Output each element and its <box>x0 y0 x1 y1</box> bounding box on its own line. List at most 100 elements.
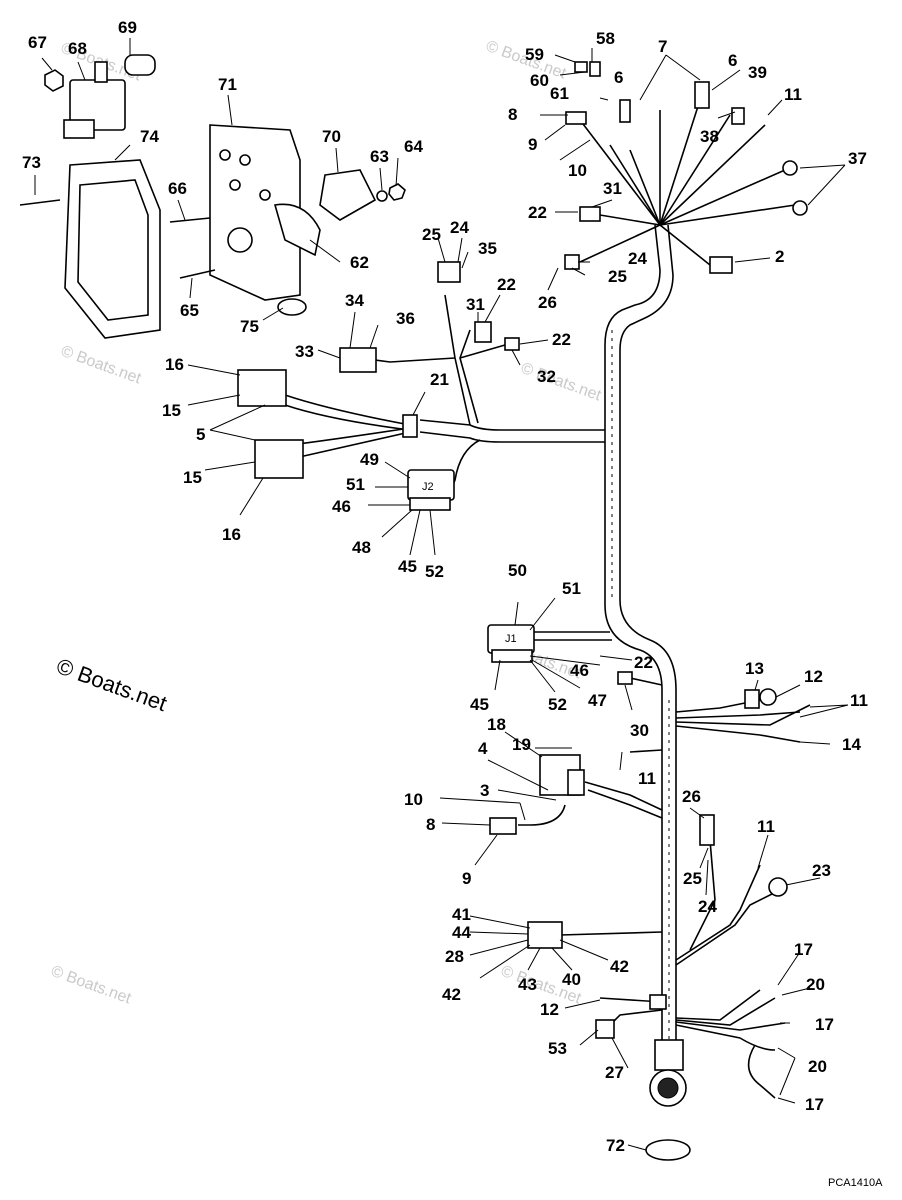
callout-40: 40 <box>562 970 581 989</box>
relay-tab <box>94 61 108 83</box>
callout-24b: 24 <box>628 249 647 268</box>
callout-42: 42 <box>442 985 461 1004</box>
callout-73: 73 <box>22 153 41 172</box>
callout-11: 11 <box>784 85 802 104</box>
clamp-21 <box>402 414 418 438</box>
callout-72: 72 <box>606 1136 625 1155</box>
callout-45b: 45 <box>470 695 489 714</box>
connector-39 <box>731 107 745 125</box>
callout-32: 32 <box>537 367 556 386</box>
connector-33 <box>339 347 377 373</box>
callout-52: 52 <box>425 562 444 581</box>
callout-17b: 17 <box>815 1015 834 1034</box>
callout-21: 21 <box>430 370 449 389</box>
callout-35: 35 <box>478 239 497 258</box>
callout-52b: 52 <box>548 695 567 714</box>
ring-terminal-37b <box>792 200 808 216</box>
callout-42b: 42 <box>610 957 629 976</box>
callout-16b: 16 <box>222 525 241 544</box>
connector-32 <box>504 337 520 351</box>
callout-62: 62 <box>350 253 369 272</box>
bracket-71 <box>209 124 301 301</box>
callout-8b: 8 <box>426 815 435 834</box>
callout-11b: 11 <box>850 691 868 710</box>
terminal-59 <box>574 61 588 73</box>
terminal-block-upper-base <box>409 497 451 511</box>
callout-11d: 11 <box>757 817 775 836</box>
callout-25c: 25 <box>683 869 702 888</box>
callout-23: 23 <box>812 861 831 880</box>
nut-67 <box>44 69 64 92</box>
callout-37: 37 <box>848 149 867 168</box>
callout-75: 75 <box>240 317 259 336</box>
callout-69: 69 <box>118 18 137 37</box>
callout-17c: 17 <box>805 1095 824 1114</box>
fuse-holder-8 <box>565 111 587 125</box>
connector-13 <box>744 689 760 709</box>
callout-20b: 20 <box>808 1057 827 1076</box>
ring-terminal-37a <box>782 160 798 176</box>
callout-44: 44 <box>452 923 471 942</box>
callout-38: 38 <box>700 127 719 146</box>
callout-6: 6 <box>728 51 737 70</box>
switch-4 <box>567 769 585 796</box>
callout-43: 43 <box>518 975 537 994</box>
callout-10b: 10 <box>404 790 423 809</box>
connectors: J2 J1 <box>237 61 808 1161</box>
callout-39: 39 <box>748 63 767 82</box>
callout-66: 66 <box>168 179 187 198</box>
callout-25: 25 <box>422 225 441 244</box>
callout-61: 61 <box>550 84 569 103</box>
callout-4: 4 <box>478 739 488 758</box>
callout-27: 27 <box>605 1063 624 1082</box>
callout-41: 41 <box>452 905 471 924</box>
callout-65: 65 <box>180 301 199 320</box>
connector-30 <box>617 671 633 685</box>
callout-58: 58 <box>596 29 615 48</box>
callout-26: 26 <box>538 293 557 312</box>
callout-20: 20 <box>806 975 825 994</box>
terminal-26 <box>699 814 715 846</box>
callout-12: 12 <box>804 667 823 686</box>
key-switch-70 <box>319 169 377 221</box>
watermark: © Boats.net <box>59 343 144 388</box>
callout-15b: 15 <box>183 468 202 487</box>
callout-22: 22 <box>528 203 547 222</box>
callout-68: 68 <box>68 39 87 58</box>
callout-50: 50 <box>508 561 527 580</box>
ring-terminal-23 <box>768 877 788 897</box>
callout-70: 70 <box>322 127 341 146</box>
callout-24c: 24 <box>698 897 717 916</box>
callout-46: 46 <box>332 497 351 516</box>
callout-51b: 51 <box>562 579 581 598</box>
callout-31: 31 <box>603 179 622 198</box>
terminal-block-lower-base <box>491 649 533 663</box>
callout-47: 47 <box>588 691 607 710</box>
main-watermark: © Boats.net <box>53 653 170 716</box>
callout-60: 60 <box>530 71 549 90</box>
harness-plug-lower <box>254 439 304 479</box>
connector-6a <box>619 99 631 123</box>
grommet-12 <box>759 688 777 706</box>
callout-46b: 46 <box>570 661 589 680</box>
figure-code: PCA1410A <box>828 1177 883 1189</box>
screw-65 <box>179 269 216 279</box>
plate-62 <box>273 203 321 257</box>
callout-numbers: 67 68 69 71 74 73 66 65 75 70 63 64 62 5… <box>22 18 868 1155</box>
terminal-block-lower-label: J1 <box>505 633 517 645</box>
clamp-72 <box>645 1139 691 1161</box>
callout-17: 17 <box>794 940 813 959</box>
callout-14: 14 <box>842 735 861 754</box>
callout-34: 34 <box>345 291 364 310</box>
connector-22 <box>474 321 492 343</box>
callout-45: 45 <box>398 557 417 576</box>
terminal-block-label: J2 <box>422 481 434 493</box>
callout-59: 59 <box>525 45 544 64</box>
screw-66 <box>169 217 211 223</box>
callout-7: 7 <box>658 37 667 56</box>
callout-18: 18 <box>487 715 506 734</box>
nut-64 <box>388 183 406 201</box>
connector-41 <box>527 921 563 949</box>
callout-33: 33 <box>295 342 314 361</box>
